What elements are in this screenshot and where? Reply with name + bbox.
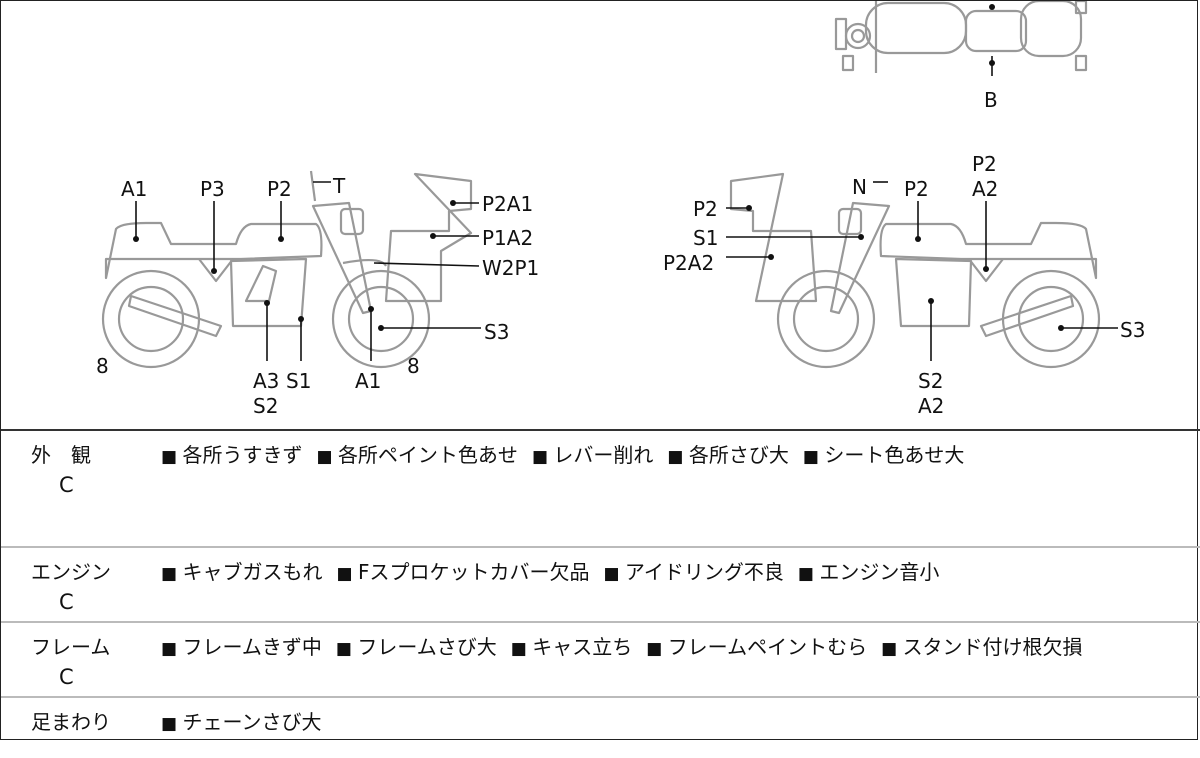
label-P2: P2 xyxy=(972,152,997,176)
label-W2P1: W2P1 xyxy=(482,256,539,280)
label-P3: P3 xyxy=(200,177,225,201)
item-list: フレームきず中フレームさび大キャス立ちフレームペイントむらスタンド付け根欠損 xyxy=(161,631,1097,660)
item: アイドリング不良 xyxy=(603,560,783,584)
item: エンジン音小 xyxy=(798,560,939,584)
label-P2: P2 xyxy=(267,177,292,201)
row-suspension: 足まわり チェーンさび大 xyxy=(1,696,1200,758)
item-list: チェーンさび大 xyxy=(161,706,335,735)
right-side-motorcycle xyxy=(729,172,1101,369)
item-list: 各所うすきず各所ペイント色あせレバー削れ各所さび大シート色あせ大 xyxy=(161,439,978,468)
item: チェーンさび大 xyxy=(161,710,321,734)
row-header: フレーム xyxy=(31,635,111,659)
left-leaders xyxy=(133,181,481,361)
label-S3: S3 xyxy=(484,320,509,344)
item-list: キャブガスもれ Fスプロケットカバー欠品アイドリング不良エンジン音小 xyxy=(161,556,953,585)
top-view-motorcycle: B xyxy=(834,1,1088,112)
grade: C xyxy=(59,590,74,614)
damage-diagram: B A1 P3 P2 T P2A1 P1A2 W2P1 S3 8 A3 S1 S… xyxy=(96,1,1145,418)
item: スタンド付け根欠損 xyxy=(881,635,1082,659)
left-side-motorcycle xyxy=(101,170,473,369)
label-S2: S2 xyxy=(918,369,943,393)
label-P2: P2 xyxy=(904,177,929,201)
row-engine: エンジン C キャブガスもれ Fスプロケットカバー欠品アイドリング不良エンジン音小 xyxy=(1,546,1200,621)
label-P2A2: P2A2 xyxy=(663,251,714,275)
label-8: 8 xyxy=(407,354,420,378)
item: キャブガスもれ xyxy=(161,560,322,584)
label-S1: S1 xyxy=(286,369,311,393)
label-S1: S1 xyxy=(693,226,718,250)
right-leaders xyxy=(726,181,1118,361)
item: 各所さび大 xyxy=(667,443,788,467)
item: キャス立ち xyxy=(511,635,632,659)
label-S2: S2 xyxy=(253,394,278,418)
item: レバー削れ xyxy=(532,443,653,467)
label-8: 8 xyxy=(96,354,109,378)
grade: C xyxy=(59,665,74,689)
label-S3: S3 xyxy=(1120,318,1145,342)
label-A1: A1 xyxy=(355,369,381,393)
label-A3: A3 xyxy=(253,369,279,393)
row-frame: フレーム C フレームきず中フレームさび大キャス立ちフレームペイントむらスタンド… xyxy=(1,621,1200,696)
label-A2: A2 xyxy=(918,394,944,418)
label-A1: A1 xyxy=(121,177,147,201)
row-exterior: 外 観 C 各所うすきず各所ペイント色あせレバー削れ各所さび大シート色あせ大 xyxy=(1,429,1200,546)
label-P1A2: P1A2 xyxy=(482,226,533,250)
row-header: エンジン xyxy=(31,560,111,584)
label-P2A1: P2A1 xyxy=(482,192,533,216)
label-T: T xyxy=(332,174,346,198)
label-N: N xyxy=(852,175,867,199)
item: フレームきず中 xyxy=(161,635,322,659)
row-header: 外 観 xyxy=(31,443,91,467)
item: 各所うすきず xyxy=(161,443,302,467)
row-header: 足まわり xyxy=(31,710,111,734)
label-B: B xyxy=(984,88,998,112)
item: シート色あせ大 xyxy=(803,443,964,467)
inspection-sheet: B A1 P3 P2 T P2A1 P1A2 W2P1 S3 8 A3 S1 S… xyxy=(0,0,1200,740)
label-P2: P2 xyxy=(693,197,718,221)
label-A2: A2 xyxy=(972,177,998,201)
item: フレームペイントむら xyxy=(646,635,867,659)
item: フレームさび大 xyxy=(336,635,497,659)
item: 各所ペイント色あせ xyxy=(316,443,517,467)
item: Fスプロケットカバー欠品 xyxy=(336,560,589,584)
grade: C xyxy=(59,473,74,497)
